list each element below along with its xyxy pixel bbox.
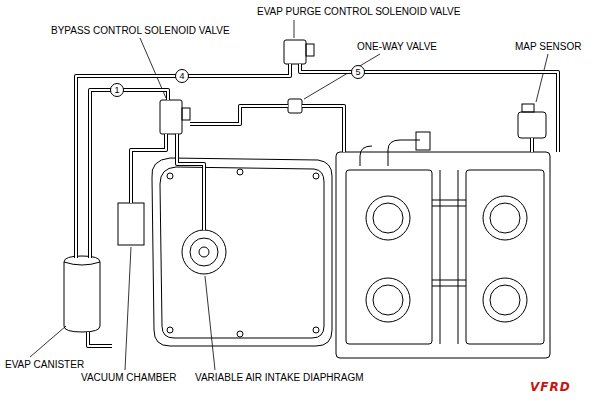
sensor-connector [522,104,534,112]
throttle-bore [373,203,403,233]
leader-line [125,247,131,370]
hose [300,64,558,152]
part-label: MAP SENSOR [514,41,583,53]
hose [131,134,166,203]
purge-solenoid [284,40,306,64]
part-label: ONE-WAY VALVE [356,41,438,53]
callout-number: 4 [175,69,189,83]
air-box [152,158,332,346]
diaphragm [182,230,226,274]
bypass-solenoid [160,100,182,134]
solenoid-connector [306,44,314,56]
linkage [432,170,466,344]
hose [190,106,288,124]
part-label: EVAP CANISTER [4,359,85,371]
leader-line [304,54,380,99]
hose [88,332,112,346]
hose [530,138,534,152]
part-label: VARIABLE AIR INTAKE DIAPHRAGM [194,372,365,384]
bolt [313,327,319,333]
hose-core [177,134,204,230]
callout-number: 5 [351,65,365,79]
throttle-assembly [336,152,550,358]
one-way-valve [288,99,302,113]
hose [177,134,204,230]
hose-core [190,106,288,124]
hose-core [531,138,533,152]
watermark: VFRD [530,380,571,394]
throttle-bore [366,278,410,322]
hose-core [88,332,112,346]
part-label: BYPASS CONTROL SOLENOID VALVE [50,25,231,37]
throttle-bank [466,170,544,344]
bolt [237,169,243,175]
canister-rim [64,262,100,265]
injector-fitting [416,132,430,150]
leader-line [294,20,295,38]
air-box-rim [160,167,324,338]
throttle-bank [346,170,432,344]
throttle-bore [490,285,520,315]
solenoid-connector [182,108,190,120]
hose [76,64,290,258]
hose-core [300,64,558,152]
hose-core [302,106,344,152]
part-label: EVAP PURGE CONTROL SOLENOID VALVE [256,6,461,18]
bolt [313,173,319,179]
hose-core [90,90,168,258]
bolt [167,173,173,179]
map-sensor [518,112,546,138]
bolt [167,327,173,333]
evap-canister [64,256,100,332]
diaphragm-hub [199,247,209,257]
leader-line [536,54,548,102]
hose [90,90,168,258]
throttle-bore [490,203,520,233]
hose-core [76,64,290,258]
diaphragm-inner [190,238,218,266]
leader-line [205,276,215,370]
throttle-bore [373,285,403,315]
vacuum-chamber [118,203,144,245]
hose [302,106,344,152]
part-label: VACUUM CHAMBER [80,372,177,384]
throttle-bore [483,278,527,322]
leader-line [30,326,66,357]
throttle-bore [483,196,527,240]
bolt [237,331,243,337]
throttle-bore [366,196,410,240]
fuel-line [360,140,420,166]
callout-number: 1 [110,83,124,97]
hose-core [131,134,166,203]
